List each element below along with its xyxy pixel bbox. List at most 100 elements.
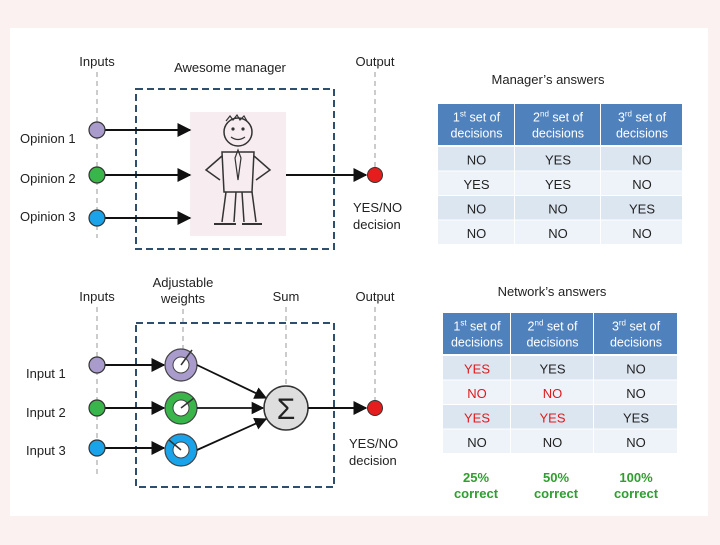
table-header-line1: 3rd set of — [612, 319, 661, 334]
input-3-label: Input 3 — [26, 443, 66, 458]
answer-cell-text: NO — [543, 435, 563, 450]
weights-label-line1: Adjustable — [153, 275, 214, 290]
table-cell — [443, 356, 510, 380]
table-header-line1: 3rd set of — [618, 110, 667, 125]
answer-cell-text: YES — [539, 361, 565, 376]
manager-figure-icon — [190, 112, 286, 236]
weight-3-knob-icon — [164, 433, 198, 467]
manager-table-title: Manager’s answers — [492, 72, 605, 87]
table-cell — [594, 405, 677, 429]
table-header-cell — [511, 313, 593, 354]
table-header-cell — [594, 313, 677, 354]
table-header-line2: decisions — [451, 336, 503, 350]
weight-1-knob-icon — [164, 348, 198, 382]
score-percent: 25% — [463, 470, 489, 485]
table-cell — [515, 220, 600, 244]
weight-3-to-sum-arrow — [196, 417, 268, 451]
score-label: correct — [534, 486, 579, 501]
answer-cell-text: NO — [467, 152, 487, 167]
table-cell — [438, 220, 514, 244]
manager-box-label: Awesome manager — [174, 60, 286, 75]
score-label: correct — [454, 486, 499, 501]
table-cell — [511, 380, 593, 404]
answer-cell-text: NO — [632, 177, 652, 192]
opinion-1-node — [88, 121, 106, 139]
table-cell — [511, 356, 593, 380]
top-inputs-label: Inputs — [79, 54, 115, 69]
table-cell — [443, 429, 510, 453]
table-header-line1: 2nd set of — [533, 110, 583, 125]
opinion-3-label: Opinion 3 — [20, 209, 76, 224]
input-1-node — [88, 356, 106, 374]
table-header-line1: 1st set of — [453, 319, 501, 334]
top-decision-line2: decision — [353, 217, 401, 232]
table-cell — [594, 356, 677, 380]
weights-label-line2: weights — [160, 291, 206, 306]
table-cell — [515, 147, 600, 171]
opinion-1-label: Opinion 1 — [20, 131, 76, 146]
input-2-label: Input 2 — [26, 405, 66, 420]
network-table-title: Network’s answers — [498, 284, 607, 299]
answer-cell-text: NO — [632, 226, 652, 241]
wrong-answer-cell-text: YES — [539, 410, 565, 425]
network-answers-table: 1st set of decisions 2nd set of decisions 3r… — [443, 313, 677, 453]
score-percent: 100% — [619, 470, 653, 485]
table-cell — [443, 405, 510, 429]
score-percent: 50% — [543, 470, 569, 485]
answer-cell-text: NO — [548, 226, 568, 241]
table-cell — [594, 429, 677, 453]
table-cell — [511, 405, 593, 429]
table-cell — [594, 380, 677, 404]
opinion-2-node — [88, 166, 106, 184]
top-output-node — [367, 167, 383, 183]
manager-diagram: Inputs Awesome manager Output Opinion 1 … — [20, 54, 402, 250]
answer-cell-text: NO — [626, 361, 646, 376]
answer-cell-text: YES — [629, 201, 655, 216]
weight-2-knob-icon — [164, 391, 198, 425]
table-cell — [601, 220, 682, 244]
bottom-decision-line1: YES/NO — [349, 436, 398, 451]
table-cell — [511, 429, 593, 453]
bottom-output-label: Output — [355, 289, 394, 304]
answer-cell-text: NO — [548, 201, 568, 216]
top-output-label: Output — [355, 54, 394, 69]
table-header-line1: 2nd set of — [528, 319, 578, 334]
weight-1-to-sum-arrow — [196, 364, 268, 399]
answer-cell-text: YES — [545, 152, 571, 167]
table-header-line2: decisions — [616, 127, 668, 141]
table-cell — [438, 171, 514, 195]
table-header-line2: decisions — [532, 127, 584, 141]
top-decision-line1: YES/NO — [353, 200, 402, 215]
opinion-3-node — [88, 209, 106, 227]
manager-box — [135, 88, 335, 250]
wrong-answer-cell-text: YES — [464, 361, 490, 376]
table-header-cell — [443, 313, 510, 354]
table-header-line2: decisions — [610, 336, 662, 350]
table-cell — [601, 147, 682, 171]
bottom-decision-line2: decision — [349, 453, 397, 468]
table-header-cell — [515, 104, 600, 145]
answer-cell-text: YES — [623, 410, 649, 425]
opinion-inputs: Opinion 1 Opinion 2 Opinion 3 — [20, 121, 192, 227]
input-2-node — [88, 399, 106, 417]
answer-cell-text: YES — [463, 177, 489, 192]
opinion-2-label: Opinion 2 — [20, 171, 76, 186]
answer-cell-text: NO — [467, 435, 487, 450]
wrong-answer-cell-text: YES — [464, 410, 490, 425]
table-header-line2: decisions — [450, 127, 502, 141]
answer-cell-text: NO — [626, 435, 646, 450]
table-cell — [515, 171, 600, 195]
table-header-cell — [601, 104, 682, 145]
answer-cell-text: YES — [545, 177, 571, 192]
bottom-inputs-label: Inputs — [79, 289, 115, 304]
table-header-cell — [438, 104, 514, 145]
bottom-output-node — [367, 400, 383, 416]
table-cell — [438, 147, 514, 171]
network-box — [135, 322, 335, 488]
answer-cell-text: NO — [467, 226, 487, 241]
answer-cell-text: NO — [632, 152, 652, 167]
